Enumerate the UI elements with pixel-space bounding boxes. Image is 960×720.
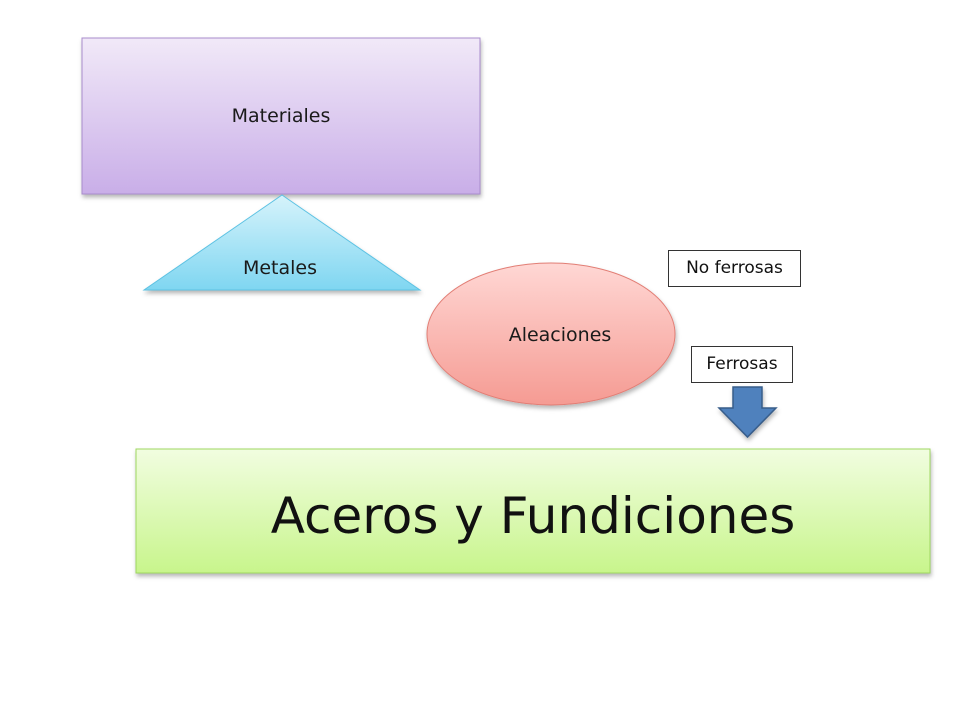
aceros-box bbox=[135, 448, 931, 574]
aleaciones-label: Aleaciones bbox=[508, 324, 612, 346]
aceros-label: Aceros y Fundiciones bbox=[270, 487, 796, 545]
materiales-label: Materiales bbox=[231, 105, 331, 127]
ferrosas-box: Ferrosas bbox=[691, 346, 793, 383]
materiales-box bbox=[81, 37, 481, 195]
no-ferrosas-box: No ferrosas bbox=[668, 250, 801, 287]
down-arrow-icon bbox=[717, 386, 778, 439]
aleaciones-ellipse bbox=[426, 262, 676, 406]
metales-label: Metales bbox=[242, 257, 318, 279]
metales-triangle bbox=[142, 194, 422, 291]
